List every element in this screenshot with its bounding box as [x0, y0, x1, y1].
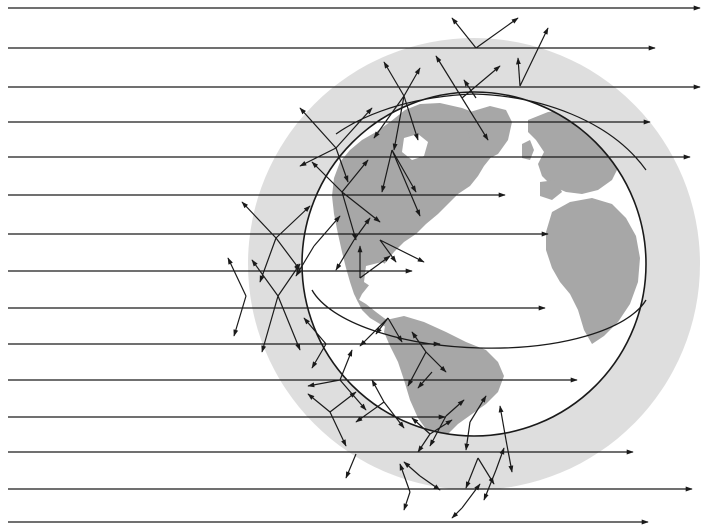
scattered-ray-46	[387, 317, 403, 343]
scattered-ray-59	[383, 401, 405, 429]
scattered-ray-21	[341, 159, 369, 193]
scattered-ray-74	[403, 491, 411, 511]
scattered-ray-78	[411, 417, 431, 435]
scattered-ray-5	[463, 79, 477, 99]
scattered-ray-14	[335, 107, 373, 149]
scattered-ray-41	[277, 295, 301, 351]
scattered-ray-52	[425, 351, 447, 373]
greenland-landmass	[466, 106, 512, 160]
south-america-landmass	[384, 316, 504, 436]
scattered-rays	[227, 17, 549, 519]
scattered-ray-24	[341, 191, 357, 241]
scattered-ray-20	[391, 149, 421, 217]
scattered-ray-72	[419, 475, 441, 491]
scattered-ray-3	[516, 57, 521, 87]
scattered-ray-44	[311, 343, 327, 369]
scattered-ray-75	[345, 453, 357, 479]
scattered-ray-16	[335, 147, 349, 183]
scattered-ray-8	[461, 97, 489, 141]
scattered-ray-29	[313, 215, 341, 247]
scattered-ray-80	[417, 433, 431, 453]
back-rim-arc	[335, 93, 647, 171]
scattered-ray-53	[407, 351, 427, 387]
scattered-ray-69	[495, 447, 505, 471]
scattered-ray-38	[233, 295, 247, 337]
central-america-landmass	[356, 298, 390, 328]
scattered-ray-13	[299, 107, 337, 149]
scattered-ray-10	[383, 61, 405, 97]
equator-ellipse	[311, 289, 647, 349]
scattered-ray-34	[379, 239, 425, 263]
scattered-ray-49	[307, 379, 341, 388]
scattered-ray-71	[403, 461, 421, 477]
hudson-bay	[402, 134, 428, 160]
scattered-ray-12	[373, 95, 405, 139]
scattered-ray-48	[339, 349, 353, 381]
scattered-ray-37	[227, 257, 247, 297]
scattered-ray-56	[329, 411, 347, 447]
scattered-ray-31	[335, 239, 355, 271]
scattered-ray-4	[519, 27, 549, 87]
scattered-ray-30	[295, 245, 315, 277]
scattered-ray-23	[341, 191, 381, 223]
scattered-ray-57	[329, 391, 357, 413]
scattered-ray-7	[461, 65, 501, 99]
scattered-ray-22	[311, 161, 343, 193]
scattered-ray-64	[464, 421, 471, 451]
scattered-ray-73	[399, 463, 411, 493]
scattered-ray-43	[303, 317, 327, 345]
scattered-ray-77	[451, 507, 463, 519]
scattered-ray-66	[505, 439, 514, 473]
scattered-ray-39	[251, 259, 279, 297]
scattered-ray-76	[461, 483, 481, 509]
scattered-ray-55	[307, 393, 331, 413]
iberia-landmass	[540, 180, 562, 200]
scattered-ray-36	[359, 255, 391, 279]
scattered-ray-54	[417, 371, 433, 389]
scattered-ray-79	[429, 419, 453, 435]
scattered-ray-17	[392, 95, 405, 151]
scattered-ray-61	[429, 415, 447, 447]
scattered-ray-18	[381, 149, 393, 193]
incoming-rays	[8, 5, 701, 525]
scattered-ray-11	[403, 95, 419, 141]
earth-globe	[301, 91, 647, 437]
scattered-ray-40	[277, 263, 301, 297]
scattered-ray-1	[451, 17, 477, 49]
scattered-ray-58	[371, 379, 385, 403]
scattered-ray-26	[241, 201, 277, 239]
scattered-ray-15	[299, 147, 337, 167]
scattered-ray-25	[275, 205, 311, 239]
scattered-ray-70	[483, 469, 497, 501]
scattered-ray-62	[445, 399, 465, 417]
scattered-ray-68	[477, 457, 495, 485]
scattered-ray-47	[375, 317, 389, 335]
scattered-ray-32	[353, 217, 371, 241]
scattered-ray-9	[403, 67, 421, 97]
scattered-ray-42	[261, 295, 279, 353]
scattered-ray-60	[355, 401, 385, 423]
scattered-ray-33	[379, 239, 397, 263]
scattered-ray-63	[469, 395, 487, 423]
scattered-ray-2	[475, 17, 519, 49]
scattered-ray-19	[391, 149, 417, 193]
scattered-ray-6	[435, 55, 463, 99]
scattered-ray-67	[465, 457, 479, 489]
scattered-ray-51	[411, 331, 427, 353]
scattered-ray-65	[498, 405, 507, 441]
british-isles-landmass	[522, 140, 534, 160]
scattered-ray-45	[359, 317, 389, 347]
globe-outline	[301, 91, 647, 437]
africa-landmass	[546, 198, 640, 344]
